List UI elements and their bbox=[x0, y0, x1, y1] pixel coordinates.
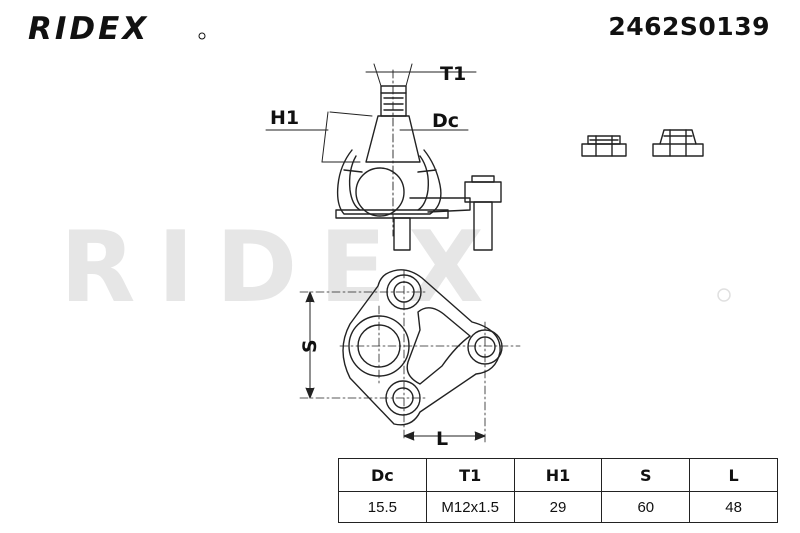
header-t1: T1 bbox=[425, 458, 515, 492]
watermark-registered-icon bbox=[717, 288, 731, 302]
header-h1: H1 bbox=[513, 458, 603, 492]
ball-joint-bottom-view bbox=[299, 269, 521, 443]
label-h1: H1 bbox=[270, 107, 299, 129]
value-l: 48 bbox=[689, 491, 778, 523]
dimension-t1 bbox=[365, 63, 477, 87]
table-row: 15.5 M12x1.5 29 60 48 bbox=[338, 491, 778, 523]
ball-joint-side-view bbox=[335, 69, 502, 251]
dimension-s bbox=[305, 291, 315, 399]
brand-logo-text: RIDEX bbox=[28, 11, 149, 44]
label-s: S bbox=[299, 339, 321, 353]
header-dc: Dc bbox=[338, 458, 427, 492]
nut-small bbox=[581, 135, 627, 157]
ridex-logo: RIDEX bbox=[28, 11, 206, 44]
value-t1: M12x1.5 bbox=[425, 491, 515, 523]
value-h1: 29 bbox=[513, 491, 603, 523]
dimension-l bbox=[403, 431, 486, 441]
nut-large bbox=[652, 129, 704, 157]
registered-mark-icon bbox=[198, 32, 206, 40]
label-t1: T1 bbox=[440, 63, 466, 85]
label-dc: Dc bbox=[432, 110, 459, 132]
specification-table: Dc T1 H1 S L 15.5 M12x1.5 29 60 48 bbox=[338, 458, 778, 523]
header-l: L bbox=[689, 458, 778, 492]
label-l: L bbox=[436, 428, 448, 450]
value-s: 60 bbox=[601, 491, 691, 523]
value-dc: 15.5 bbox=[338, 491, 427, 523]
dimension-h1 bbox=[265, 111, 373, 163]
header-s: S bbox=[601, 458, 691, 492]
table-header-row: Dc T1 H1 S L bbox=[338, 458, 778, 492]
part-number: 2462S0139 bbox=[608, 12, 770, 41]
